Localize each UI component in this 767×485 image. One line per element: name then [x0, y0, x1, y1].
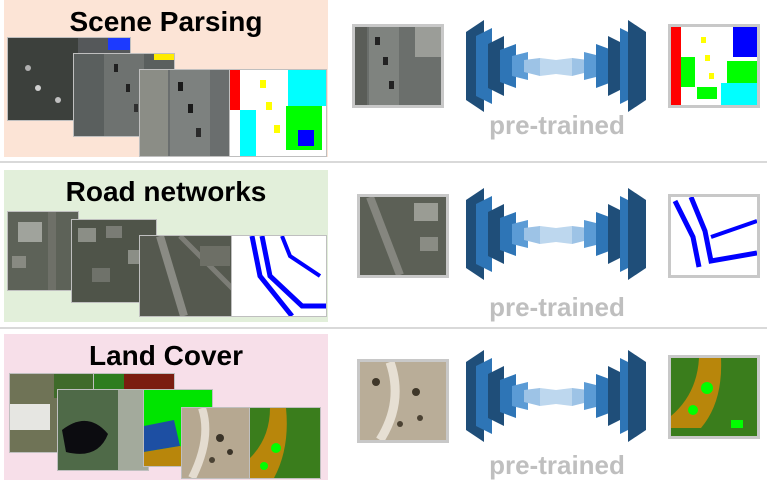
scene-sample-label-map	[230, 70, 326, 156]
scene-input-image	[352, 24, 444, 108]
land-network-icon	[466, 350, 646, 442]
scene-network-icon	[466, 20, 646, 112]
road-network-icon	[466, 188, 646, 280]
road-sample-image-3	[140, 236, 240, 316]
scene-sample-image-3	[140, 70, 238, 156]
scene-pretrained-label: pre-trained	[489, 110, 625, 140]
land-output-map	[668, 355, 760, 439]
scene-parsing-panel: Scene Parsing	[4, 0, 328, 157]
road-pretrained-label: pre-trained	[489, 292, 625, 322]
land-cover-title: Land Cover	[88, 340, 244, 371]
land-input-image	[357, 359, 449, 443]
road-networks-title: Road networks	[65, 176, 267, 207]
land-sample-image-3	[182, 408, 254, 478]
land-sample-image-2	[58, 390, 148, 470]
road-output-map	[668, 194, 760, 278]
road-sample-image-1	[8, 212, 78, 290]
land-pretrained-label: pre-trained	[489, 450, 625, 480]
land-sample-label-map-3	[250, 408, 320, 478]
row-separator-2	[0, 327, 767, 329]
road-input-image	[357, 194, 449, 278]
scene-parsing-title: Scene Parsing	[69, 6, 263, 37]
row-separator-1	[0, 161, 767, 163]
road-networks-panel: Road networks	[4, 170, 328, 322]
land-cover-panel: Land Cover	[4, 334, 328, 480]
road-sample-label-map	[232, 236, 326, 316]
scene-output-map	[668, 24, 760, 108]
